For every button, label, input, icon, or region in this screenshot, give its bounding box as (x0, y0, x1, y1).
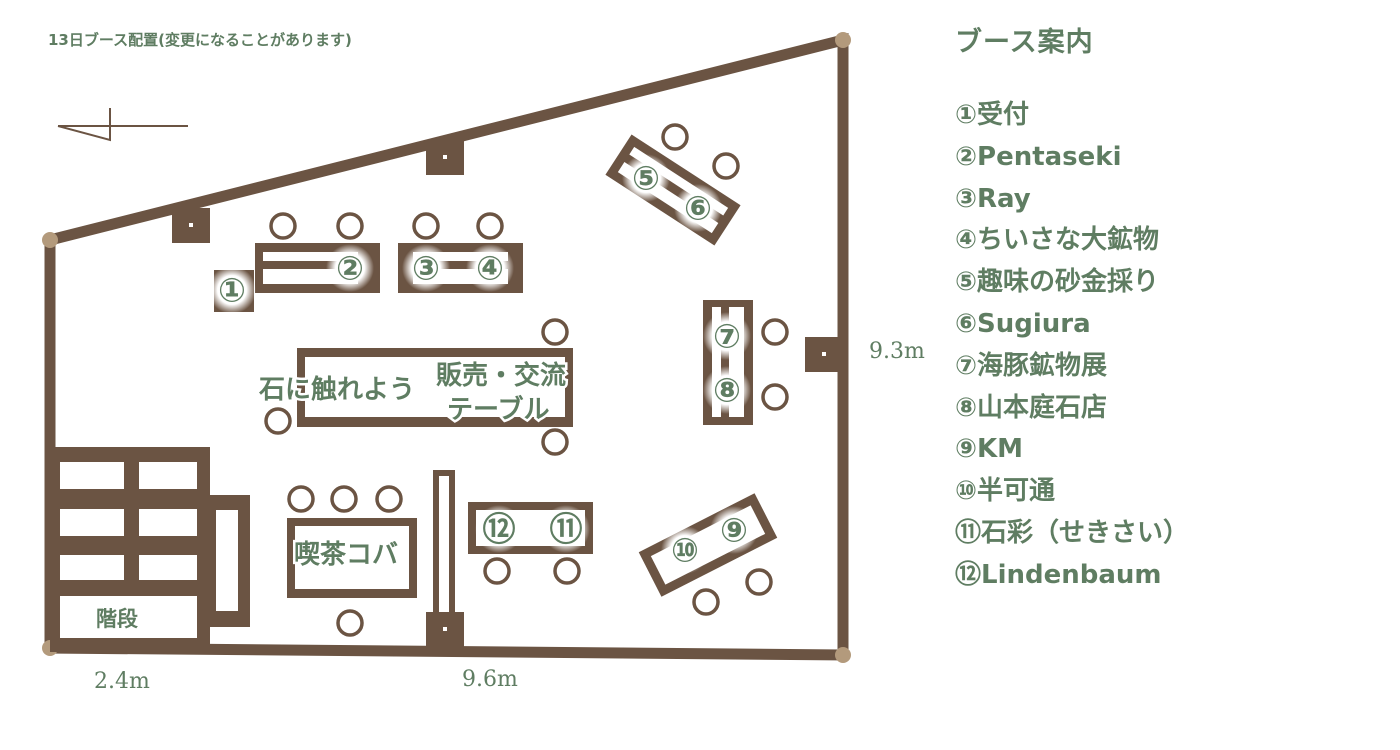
booth-number-glows (208, 154, 758, 574)
sales-table-label-line2: テーブル (447, 394, 549, 425)
booth-4-marker: ④ (476, 249, 504, 288)
page-title: 13日ブース配置(変更になることがあります) (48, 31, 352, 49)
legend-item: ⑥Sugiura (955, 308, 1091, 339)
dimension-bottom: 9.6m (462, 667, 518, 692)
cafe-table (287, 518, 417, 598)
stairs (50, 447, 250, 652)
cafe-label: 喫茶コバ (294, 540, 398, 570)
dimension-bottom-left: 2.4m (94, 669, 150, 694)
touch-stone-label: 石に触れよう (258, 375, 415, 405)
booth-10-marker: ⑩ (671, 531, 699, 570)
chairs (264, 123, 789, 637)
pillars (172, 140, 843, 647)
booth-8-marker: ⑧ (713, 371, 741, 410)
booth-5-marker: ⑤ (632, 159, 660, 198)
sales-table-label-line1: 販売・交流 (436, 360, 566, 391)
booth-6-marker: ⑥ (684, 189, 712, 228)
legend-item: ⑤趣味の砂金採り (955, 267, 1160, 298)
north-arrow-icon (57, 108, 188, 142)
legend-item: ⑦海豚鉱物展 (955, 350, 1108, 381)
legend-item: ①受付 (955, 100, 1030, 130)
legend-item: ⑨KM (955, 434, 1024, 465)
legend-item: ⑪石彩（せきさい） (955, 517, 1190, 548)
booth-12-marker: ⑫ (483, 510, 516, 549)
booth-3-marker: ③ (412, 249, 440, 288)
legend-list: ①受付 ②Pentaseki ③Ray ④ちいさな大鉱物 ⑤趣味の砂金採り ⑥S… (955, 95, 1189, 597)
booth-11-marker: ⑪ (550, 510, 583, 549)
booth-9-marker: ⑨ (720, 511, 748, 550)
sales-table (297, 348, 573, 427)
legend-item: ④ちいさな大鉱物 (955, 225, 1160, 256)
booth-2-marker: ② (336, 249, 364, 288)
dimension-right: 9.3m (869, 339, 925, 364)
stairs-label: 階段 (96, 607, 138, 631)
legend-item: ③Ray (955, 183, 1031, 214)
legend-item: ⑫Lindenbaum (955, 559, 1162, 590)
divider-pole (433, 470, 455, 618)
legend-title: ブース案内 (955, 27, 1094, 58)
legend-item: ⑩半可通 (955, 476, 1056, 507)
legend-item: ⑧山本庭石店 (955, 392, 1108, 423)
legend-item: ②Pentaseki (955, 141, 1122, 172)
booth-legend: ブース案内 ①受付 ②Pentaseki ③Ray ④ちいさな大鉱物 ⑤趣味の砂… (955, 20, 1189, 597)
booth-7-marker: ⑦ (713, 317, 741, 356)
booth-1-marker: ① (218, 271, 246, 310)
